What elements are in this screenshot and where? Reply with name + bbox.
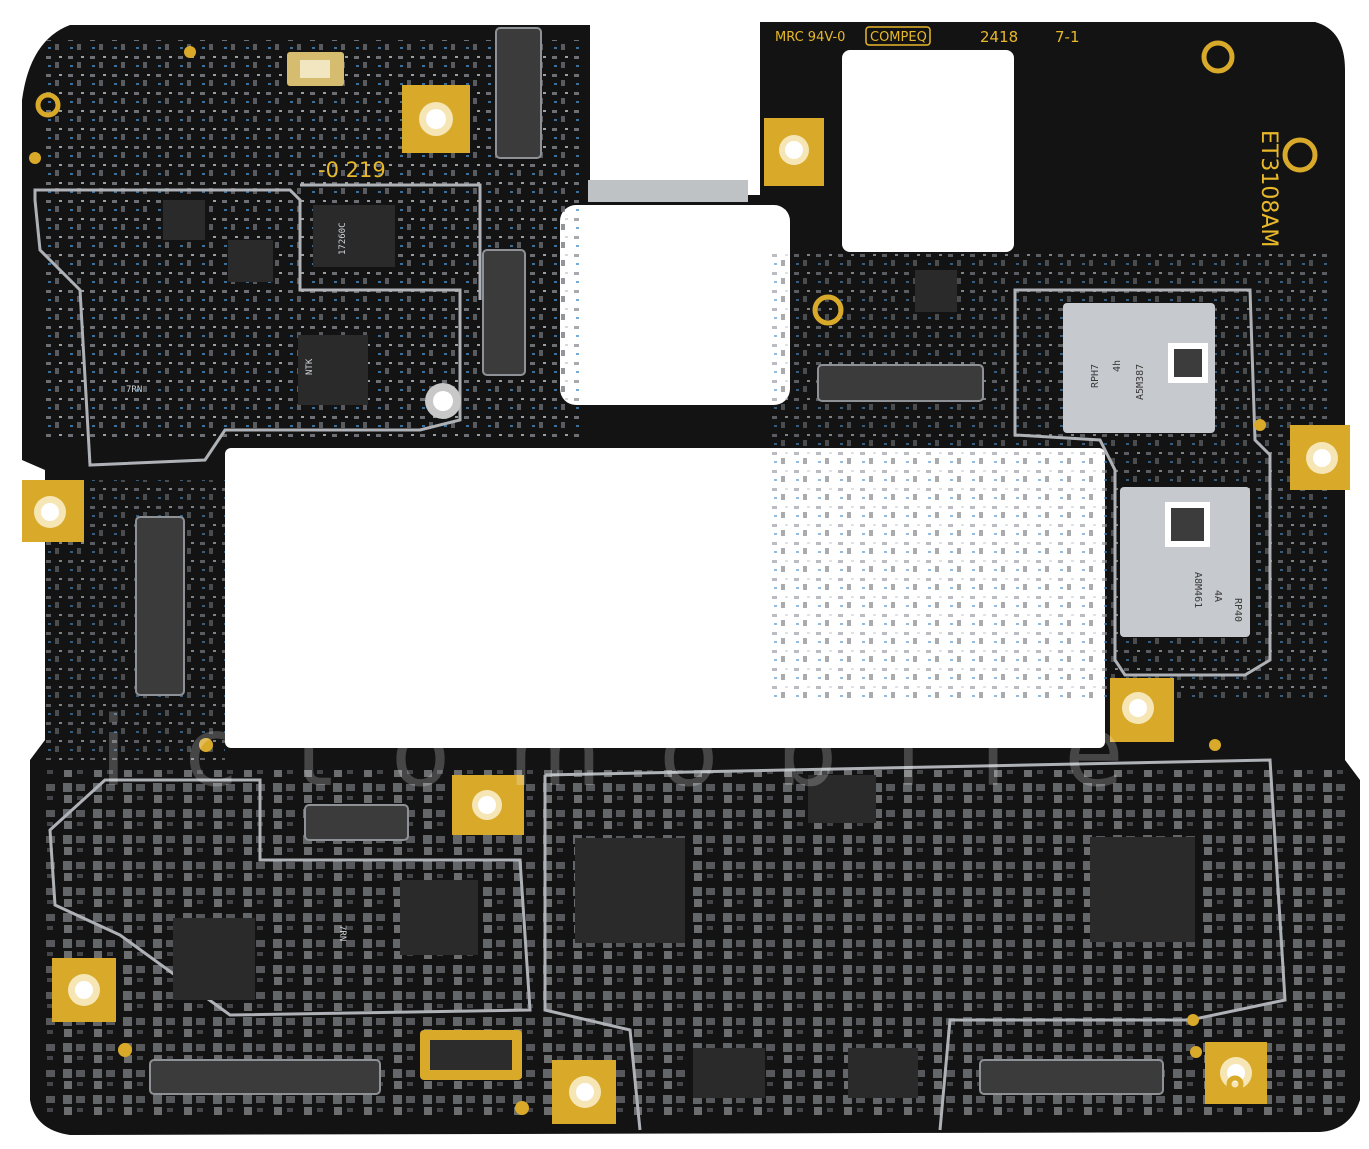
- connector-top: [495, 27, 542, 159]
- silk-board-code: ET3108AM: [1256, 130, 1281, 247]
- mount-pads: [22, 85, 1350, 1124]
- ic-7rn-label-2: 7RN: [337, 925, 347, 941]
- rp40-label-2: 4A: [1212, 590, 1223, 602]
- connector-bottom-left: [149, 1059, 381, 1095]
- silk-compeq: COMPEQ: [870, 30, 927, 45]
- rph7-label-2: 4h: [1112, 360, 1123, 372]
- silk-rev: 7-1: [1055, 28, 1080, 46]
- camera-cutout-left: [560, 205, 790, 405]
- connector-lower-mid: [304, 804, 409, 841]
- silk-part-code: -0 219: [318, 158, 386, 182]
- rp40-label-3: A8M461: [1192, 572, 1203, 608]
- silk-date-code: 2418: [980, 28, 1018, 46]
- ntk-chip: [298, 335, 368, 405]
- rp40-label-1: RP40: [1232, 598, 1243, 622]
- watermark: ictomobile: [100, 696, 1181, 808]
- rph7-chip: [1063, 303, 1215, 433]
- camera-cutout-right: [842, 50, 1014, 252]
- rph7-label-3: A5M387: [1135, 364, 1146, 400]
- connector-left: [135, 516, 185, 696]
- silk-mrc: MRC 94V-0: [775, 30, 845, 45]
- metal-bar: [588, 180, 748, 202]
- rp40-chip: [1120, 487, 1250, 637]
- connector-mid: [482, 249, 526, 376]
- ntk-label: NTK: [305, 358, 315, 375]
- connector-right: [817, 364, 984, 402]
- ic-17260-label: 17260C: [338, 222, 348, 255]
- ic-7rn-label: 7RN: [126, 385, 142, 395]
- rph7-label-1: RPH7: [1090, 364, 1101, 388]
- connector-bottom-right: [979, 1059, 1164, 1095]
